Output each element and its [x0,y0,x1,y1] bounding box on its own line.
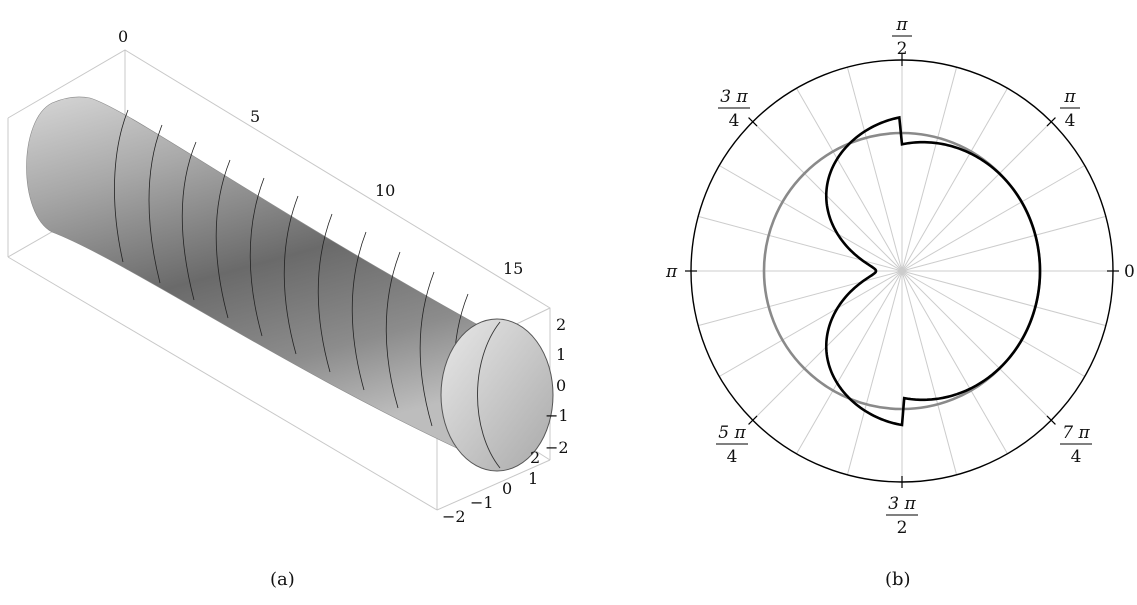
angle-pi-2-den: 2 [897,39,908,59]
polar-spoke [698,270,903,327]
caption-a: (a) [270,569,295,590]
tick-vert-2: 2 [556,315,566,334]
polar-spoke [846,270,903,475]
polar-spoke [901,121,1052,272]
polar-frame-ticks [685,54,1119,488]
tube-mesh-rings [114,109,469,445]
angle-label-pi-4: π 4 [1060,87,1080,131]
polar-spoke [901,270,1106,327]
tube-end-cap [440,318,554,472]
polar-spoke [719,165,903,272]
tube-end-cap-inner [477,321,501,469]
angle-label-5pi-4: 5 π 4 [716,423,748,467]
tick-long-15: 15 [503,259,523,278]
tick-vert-1: 1 [556,345,566,364]
angle-3pi-4-num: 3 π [720,87,748,107]
angle-3pi-2-num: 3 π [888,494,916,514]
polar-spoke [901,165,1085,272]
angle-7pi-4-den: 4 [1071,447,1082,467]
angle-label-0: 0 [1124,262,1135,282]
tick-depth-1: 1 [528,469,538,488]
polar-frame-tick [1046,415,1056,425]
tick-depth-m2: −2 [442,507,466,526]
polar-spoke [796,88,903,272]
axis-long-ticks: 0 5 10 15 [118,27,523,278]
tick-long-5: 5 [250,107,260,126]
angle-label-pi-2: π 2 [892,15,912,59]
tick-depth-2: 2 [530,448,540,467]
polar-spoke [901,270,958,475]
angle-label-3pi-4: 3 π 4 [718,87,750,131]
angle-label-3pi-2: 3 π 2 [886,494,918,538]
polar-spoke [901,88,1008,272]
tick-depth-m1: −1 [470,493,494,512]
angle-pi-4-num: π [1063,87,1076,107]
polar-spoke [698,215,903,272]
polar-spoke [901,270,1052,421]
black-cardioid-curve [824,115,1042,427]
axis-depth-ticks: 2 1 0 −1 −2 [442,448,540,526]
tick-depth-0: 0 [502,479,512,498]
polar-spoke [901,270,1008,454]
polar-spokes [691,60,1113,482]
polar-spoke [796,270,903,454]
polar-frame-tick [748,117,758,127]
tick-long-0: 0 [118,27,128,46]
angle-7pi-4-num: 7 π [1062,423,1090,443]
panel-b: 0 π 4 π 2 3 π 4 π 5 π 4 [665,15,1135,538]
angle-3pi-4-den: 4 [729,111,740,131]
angle-pi-4-den: 4 [1065,111,1076,131]
tick-vert-0: 0 [556,376,566,395]
polar-spoke [846,67,903,272]
angle-3pi-2-den: 2 [897,518,908,538]
angle-5pi-4-num: 5 π [718,423,746,443]
polar-spoke [901,270,1085,377]
angle-5pi-4-den: 4 [727,447,738,467]
tube-surface [26,96,506,471]
polar-angle-labels: 0 π 4 π 2 3 π 4 π 5 π 4 [665,15,1135,538]
polar-spoke [719,270,903,377]
angle-label-pi: π [665,262,678,282]
polar-spoke [901,215,1106,272]
polar-frame-tick [748,415,758,425]
panel-a: 0 5 10 15 2 1 0 −1 −2 2 1 0 −1 −2 [7,27,569,526]
caption-b: (b) [885,569,911,590]
tick-vert-m2: −2 [545,438,569,457]
tick-vert-m1: −1 [545,406,569,425]
axis-vertical-ticks: 2 1 0 −1 −2 [545,315,569,457]
tick-long-10: 10 [375,181,395,200]
polar-frame-tick [1046,117,1056,127]
angle-pi-2-num: π [895,15,908,35]
angle-label-7pi-4: 7 π 4 [1060,423,1092,467]
polar-spoke [901,67,958,272]
